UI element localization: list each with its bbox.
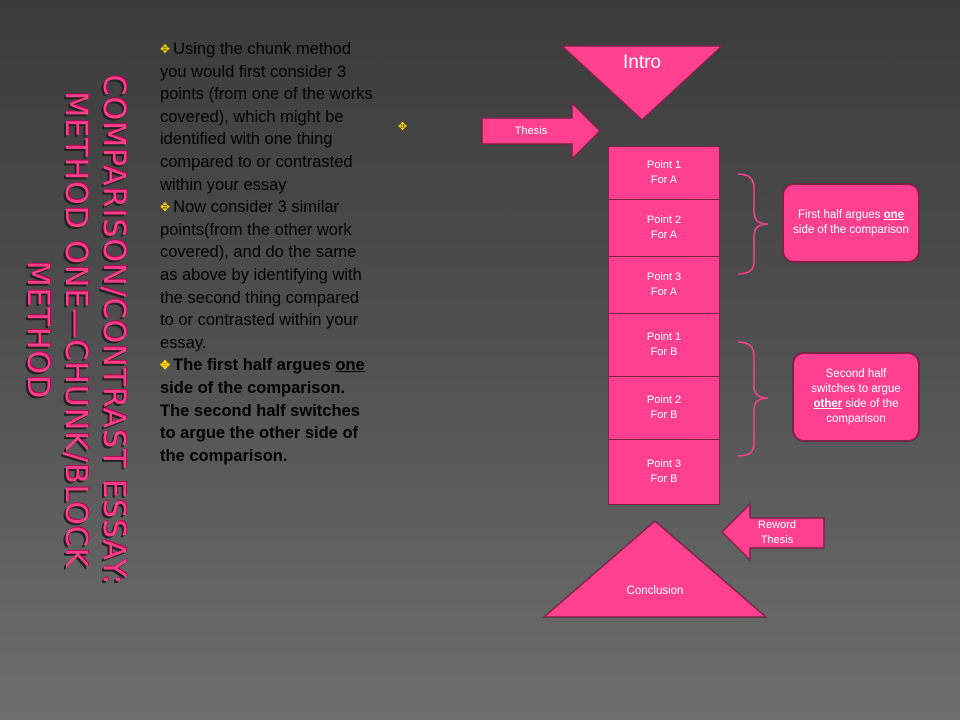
- bullet-1-text: Using the chunk method you would first c…: [160, 40, 373, 194]
- point-box-2a: Point 2 For A: [608, 199, 720, 257]
- point-box-line1: Point 1: [646, 331, 682, 343]
- reword-thesis-arrow: [720, 502, 825, 562]
- point-box-line1: Point 1: [646, 159, 682, 171]
- bullet-3: ✥The first half argues one side of the c…: [160, 354, 375, 467]
- thesis-label: Thesis: [514, 125, 548, 137]
- intro-triangle: [560, 45, 724, 122]
- second-half-post: side of the comparison: [826, 398, 899, 425]
- second-half-note-text: Second half switches to argue other side…: [802, 367, 910, 427]
- bullet-2-text: Now consider 3 similar points(from the o…: [160, 198, 362, 352]
- point-box-1b: Point 1 For B: [608, 313, 720, 377]
- first-half-note-text: First half argues one side of the compar…: [792, 208, 910, 238]
- empty-bullet-icon: ✥: [398, 121, 408, 133]
- star-bullet-icon: ✥: [160, 42, 171, 56]
- bullet-3-text-pre: The first half argues: [173, 356, 336, 375]
- second-half-pre: Second half switches to argue: [811, 368, 901, 395]
- intro-label: Intro: [622, 52, 662, 73]
- slide-title: Comparison/Contrast Essay: Method One—Ch…: [20, 74, 131, 586]
- point-box-line1: Point 2: [646, 214, 682, 226]
- slide-title-container: Comparison/Contrast Essay: Method One—Ch…: [10, 40, 140, 620]
- point-box-1a: Point 1 For A: [608, 146, 720, 200]
- bullet-list: ✥Using the chunk method you would first …: [160, 38, 375, 467]
- reword-thesis-label: Reword Thesis: [758, 519, 796, 546]
- point-box-2b: Point 2 For B: [608, 376, 720, 440]
- point-box-line2: For B: [650, 409, 678, 421]
- thesis-arrow: [481, 101, 602, 161]
- point-box-3a: Point 3 For A: [608, 256, 720, 314]
- point-box-line1: Point 2: [646, 394, 682, 406]
- first-half-note: First half argues one side of the compar…: [782, 183, 920, 263]
- point-box-3b: Point 3 For B: [608, 439, 720, 505]
- star-bullet-icon: ✥: [160, 358, 171, 373]
- second-half-bracket: [737, 341, 769, 457]
- second-half-note: Second half switches to argue other side…: [792, 352, 920, 442]
- point-box-line2: For A: [650, 174, 678, 186]
- conclusion-label: Conclusion: [626, 585, 684, 597]
- star-bullet-icon: ✥: [160, 200, 171, 215]
- conclusion-triangle: [542, 520, 768, 618]
- bullet-1: ✥Using the chunk method you would first …: [160, 38, 375, 196]
- bullet-3-text-underlined: one: [335, 356, 365, 375]
- first-half-pre: First half argues: [797, 209, 884, 221]
- point-box-line1: Point 3: [646, 271, 682, 283]
- second-half-underlined: other: [813, 398, 843, 410]
- point-box-line2: For A: [650, 229, 678, 241]
- point-box-line1: Point 3: [646, 458, 682, 470]
- point-box-line2: For B: [650, 346, 678, 358]
- first-half-post: side of the comparison: [793, 224, 909, 236]
- first-half-underlined: one: [883, 209, 905, 221]
- point-box-line2: For B: [650, 473, 678, 485]
- first-half-bracket: [737, 173, 769, 275]
- point-box-line2: For A: [650, 286, 678, 298]
- bullet-2: ✥Now consider 3 similar points(from the …: [160, 196, 375, 354]
- bullet-3-text-post: side of the comparison. The second half …: [160, 378, 360, 465]
